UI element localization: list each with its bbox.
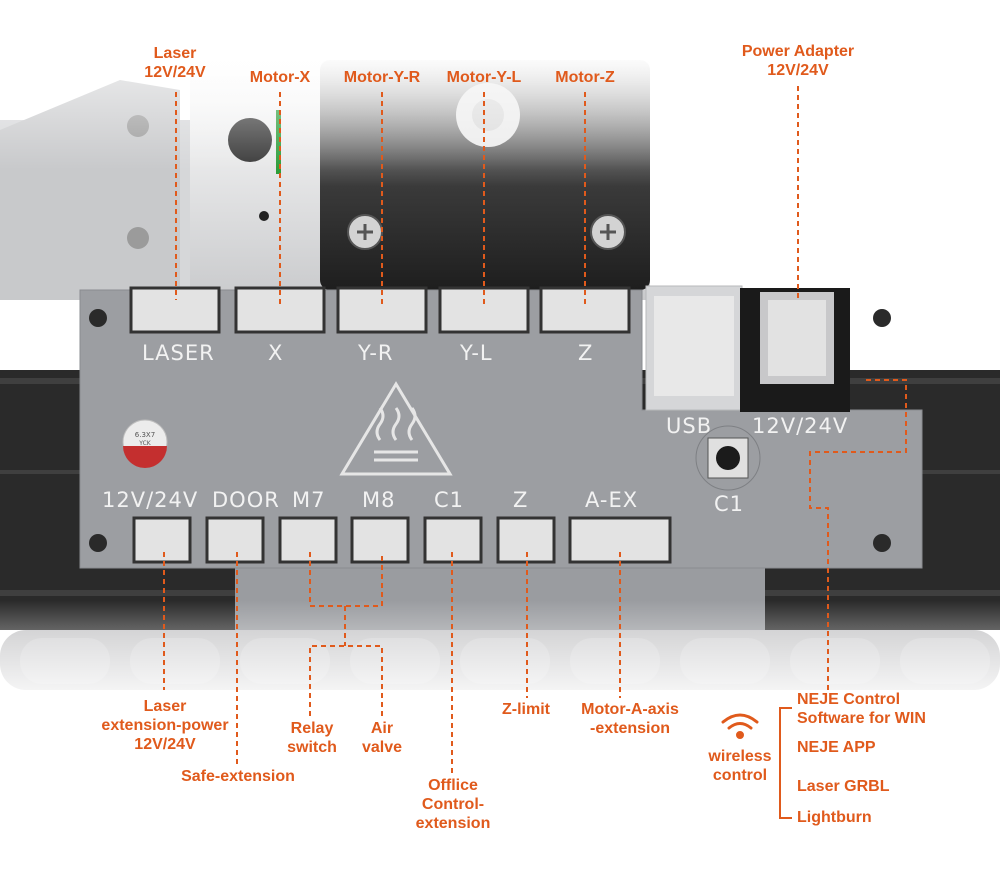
wireless-item-neje-control: NEJE Control Software for WIN	[797, 691, 926, 727]
capacitor-icon: 6.3X7 YCK	[122, 419, 168, 468]
hot-surface-warning-icon	[339, 381, 453, 476]
port-label-dc: 12V/24V	[752, 414, 849, 438]
callout-office-line-2: Control-	[421, 796, 485, 813]
port-label-usb: USB	[666, 414, 713, 438]
callout-laser-line-2: 12V/24V	[144, 64, 206, 81]
callout-laser-ext-power: Laser extension-power 12V/24V	[95, 697, 235, 754]
port-label-yr: Y-R	[358, 341, 394, 365]
port-label-x: X	[268, 341, 284, 365]
callout-motor-yr: Motor-Y-R	[343, 69, 421, 86]
callout-motor-a-line-1: Motor-A-axis	[581, 701, 679, 718]
port-label-z-limit: Z	[513, 488, 529, 512]
callout-laser-ext-line-1: Laser	[143, 698, 187, 715]
callout-office-control: Offlice Control- extension	[405, 776, 501, 833]
port-label-door: DOOR	[212, 488, 280, 512]
callout-relay-switch: Relay switch	[276, 719, 348, 757]
controller-board	[79, 285, 923, 569]
callout-office-line-3: extension	[415, 815, 491, 832]
callout-motor-x: Motor-X	[249, 69, 311, 86]
port-label-m7: M7	[292, 488, 326, 512]
top-connectors	[129, 286, 631, 334]
callout-z-limit: Z-limit	[502, 701, 550, 718]
top-fade	[0, 0, 1000, 170]
callout-motor-yl: Motor-Y-L	[446, 69, 522, 86]
button-label-c1: C1	[714, 492, 745, 516]
callout-motor-z: Motor-Z	[555, 69, 615, 86]
wireless-control-label: wireless control	[700, 747, 780, 785]
callout-laser: Laser 12V/24V	[130, 44, 220, 82]
callout-power-line-2: 12V/24V	[767, 62, 829, 79]
callout-motor-a-line-2: -extension	[589, 720, 670, 737]
callout-laser-line-1: Laser	[153, 45, 197, 62]
callout-laser-ext-line-2: extension-power	[101, 717, 229, 734]
port-label-c1: C1	[434, 488, 465, 512]
bottom-connectors	[132, 516, 672, 564]
wireless-line-2: control	[712, 767, 768, 784]
port-label-z: Z	[578, 341, 594, 365]
wireless-line-1: wireless	[708, 748, 772, 765]
wireless-bracket	[779, 707, 792, 819]
callout-safe-ext: Safe-extension	[181, 768, 295, 785]
port-label-a-ex: A-EX	[585, 488, 639, 512]
callout-air-line-1: Air	[370, 720, 394, 737]
capacitor-brand: YCK	[138, 440, 152, 447]
wireless-item-neje-app: NEJE APP	[797, 739, 876, 756]
button-c1	[695, 425, 761, 491]
callout-power-adapter: Power Adapter 12V/24V	[728, 42, 868, 80]
callout-power-line-1: Power Adapter	[741, 43, 855, 60]
callout-motor-a-axis: Motor-A-axis -extension	[570, 700, 690, 738]
bottom-fade	[0, 600, 1000, 710]
callout-air-line-2: valve	[361, 739, 403, 756]
port-label-power-ext: 12V/24V	[102, 488, 199, 512]
callout-laser-ext-line-3: 12V/24V	[134, 736, 196, 753]
wireless-item-laser-grbl: Laser GRBL	[797, 778, 890, 795]
port-label-yl: Y-L	[460, 341, 493, 365]
callout-relay-line-1: Relay	[290, 720, 334, 737]
callout-air-valve: Air valve	[352, 719, 412, 757]
port-label-laser: LASER	[142, 341, 215, 365]
capacitor-rating: 6.3X7	[135, 431, 155, 439]
wifi-icon	[721, 713, 759, 739]
leader-lines	[163, 86, 907, 774]
callout-office-line-1: Offlice	[428, 777, 478, 794]
port-label-m8: M8	[362, 488, 396, 512]
wireless-item-lightburn: Lightburn	[797, 809, 872, 826]
callout-relay-line-2: switch	[287, 739, 337, 756]
